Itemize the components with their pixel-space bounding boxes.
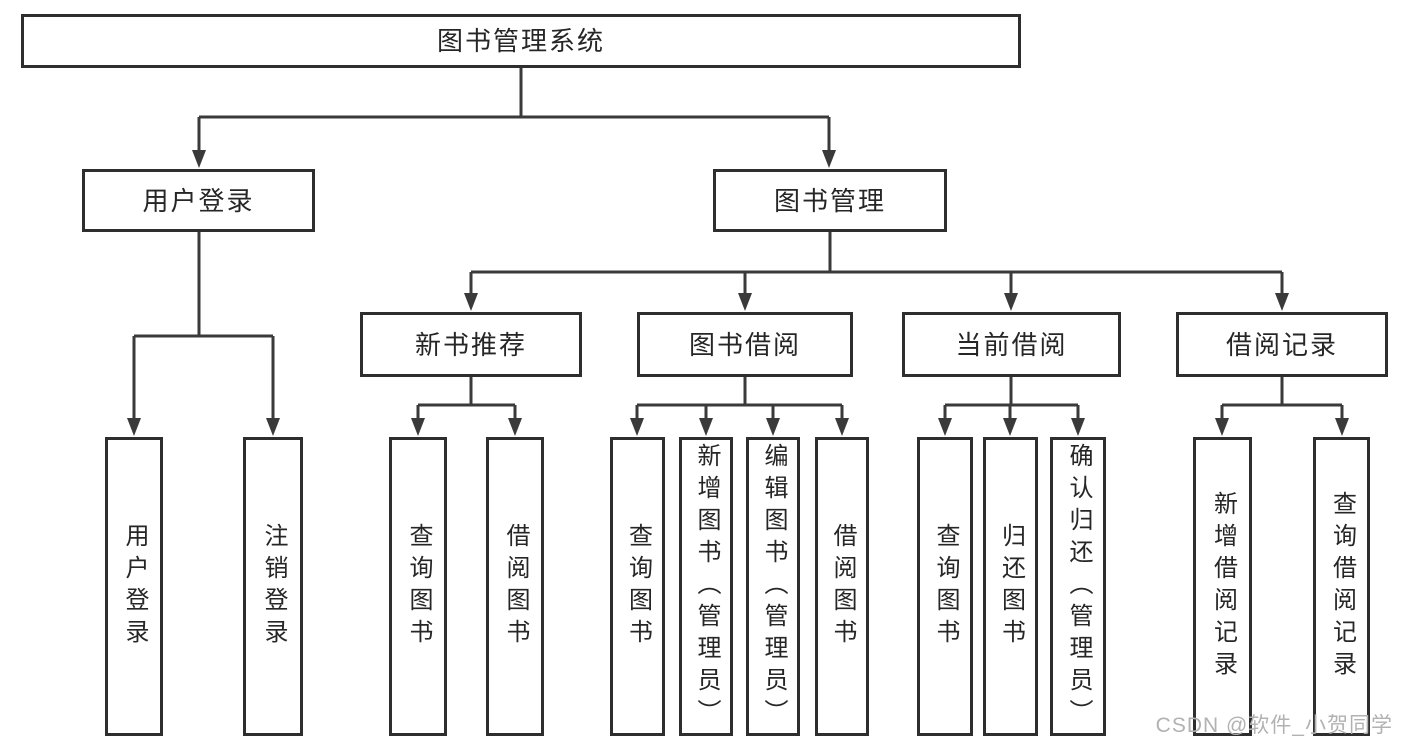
leaf-add-book-admin-label: 新增图书（管理员）: [693, 442, 720, 731]
leaf-query-book-newbook: 查询图书: [389, 437, 447, 736]
node-current-borrow-label: 当前借阅: [955, 329, 1068, 360]
leaf-query-book-current: 查询图书: [917, 437, 973, 736]
node-book-management-label: 图书管理: [773, 185, 886, 216]
leaf-query-borrow-record-label: 查询借阅记录: [1328, 490, 1356, 683]
leaf-query-book-borrow: 查询图书: [610, 437, 665, 736]
leaf-query-book-newbook-label: 查询图书: [405, 522, 432, 651]
leaf-edit-book-admin-label: 编辑图书（管理员）: [760, 442, 787, 731]
leaf-logout-login: 注销登录: [243, 437, 303, 736]
leaf-user-login: 用户登录: [105, 437, 163, 736]
connector-currentborrow-to-leaves: [943, 377, 1080, 421]
leaf-return-book: 归还图书: [983, 437, 1038, 736]
node-book-management: 图书管理: [713, 169, 947, 232]
node-root: 图书管理系统: [21, 14, 1021, 68]
leaf-confirm-return-admin: 确认归还（管理员）: [1050, 437, 1106, 736]
connector-bookmgmt-to-level3: [469, 232, 1284, 297]
leaf-user-login-label: 用户登录: [121, 522, 148, 651]
node-book-borrow-label: 图书借阅: [688, 329, 801, 360]
leaf-borrow-book-newbook-label: 借阅图书: [502, 522, 529, 651]
node-book-borrow: 图书借阅: [637, 312, 853, 377]
connector-bookborrow-to-leaves: [635, 377, 844, 421]
leaf-logout-login-label: 注销登录: [260, 522, 287, 651]
connector-newbook-to-leaves: [416, 377, 517, 421]
leaf-add-book-admin: 新增图书（管理员）: [679, 437, 733, 736]
connector-borrowrecord-to-leaves: [1220, 377, 1344, 421]
node-borrow-record: 借阅记录: [1176, 312, 1388, 377]
leaf-return-book-label: 归还图书: [997, 522, 1025, 651]
node-borrow-record-label: 借阅记录: [1225, 329, 1338, 360]
leaf-query-book-current-label: 查询图书: [932, 522, 959, 651]
connector-userlogin-to-leaves: [132, 232, 275, 421]
leaf-add-borrow-record-label: 新增借阅记录: [1209, 490, 1237, 683]
arrowheads: [127, 150, 1349, 436]
node-new-book-recommend-label: 新书推荐: [414, 329, 527, 360]
connector-root-to-level2: [197, 68, 831, 153]
leaf-borrow-book-borrow-label: 借阅图书: [829, 522, 856, 651]
leaf-confirm-return-admin-label: 确认归还（管理员）: [1065, 442, 1092, 731]
leaf-query-borrow-record: 查询借阅记录: [1313, 437, 1370, 736]
leaf-query-book-borrow-label: 查询图书: [624, 522, 652, 651]
leaf-add-borrow-record: 新增借阅记录: [1193, 437, 1252, 736]
node-root-label: 图书管理系统: [436, 26, 605, 56]
leaf-borrow-book-newbook: 借阅图书: [486, 437, 544, 736]
leaf-edit-book-admin: 编辑图书（管理员）: [746, 437, 800, 736]
node-user-login-label: 用户登录: [142, 185, 255, 216]
node-user-login: 用户登录: [82, 169, 315, 232]
node-new-book-recommend: 新书推荐: [360, 312, 582, 377]
csdn-watermark: CSDN @软件_小贺同学: [1155, 714, 1393, 737]
node-current-borrow: 当前借阅: [902, 312, 1121, 377]
leaf-borrow-book-borrow: 借阅图书: [815, 437, 869, 736]
